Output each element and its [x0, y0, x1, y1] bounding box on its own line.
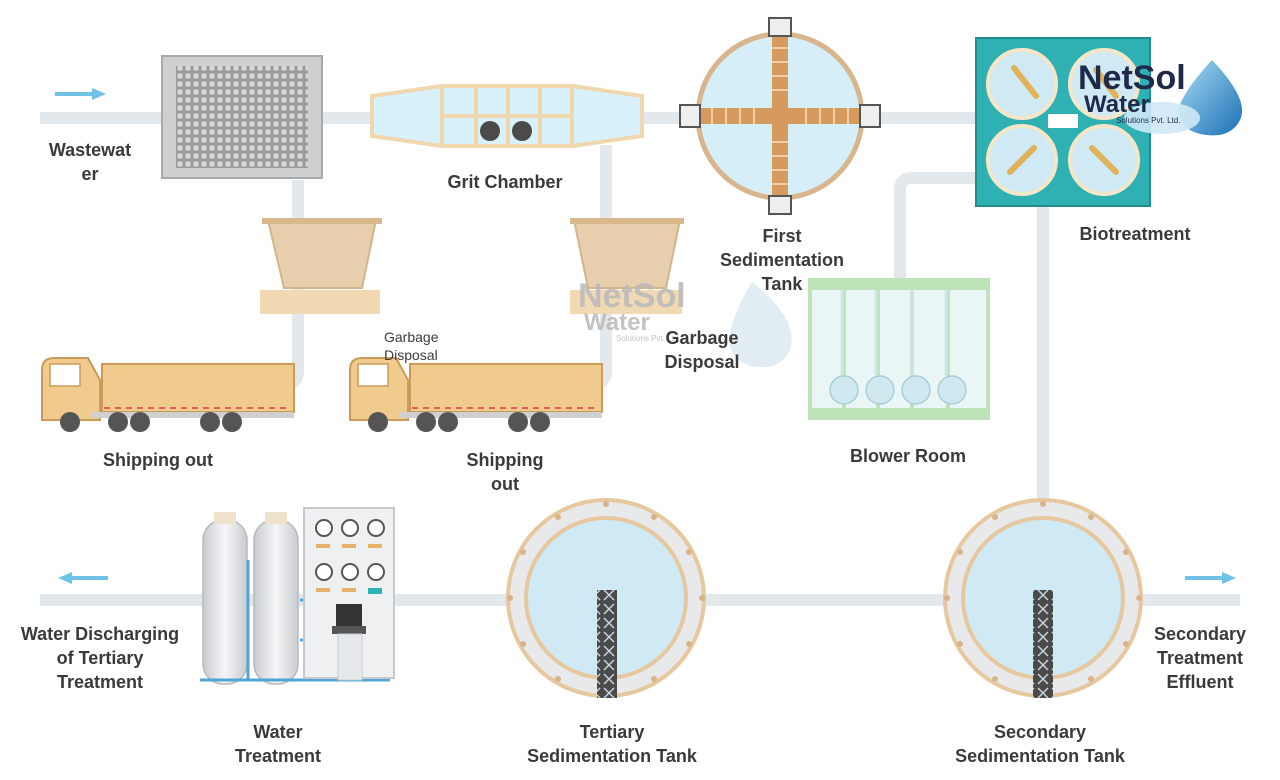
label-line: Biotreatment	[1079, 224, 1191, 244]
label-line: Grit Chamber	[447, 172, 563, 192]
watermark-logo: NetSol Water Solutions Pvt. Ltd.	[578, 277, 686, 343]
logo-name2: Water	[1084, 91, 1150, 118]
label-shipping-out-1: Shipping out	[78, 448, 238, 472]
hopper-icon	[260, 218, 684, 314]
label-garbage-disposal: Garbage Disposal	[642, 326, 762, 374]
label-line: Disposal	[664, 352, 740, 372]
label-line: Treatment	[234, 746, 322, 766]
label-line: Garbage	[665, 328, 739, 348]
bioreactor-icon	[975, 37, 1151, 207]
screen-grid-icon	[161, 55, 323, 179]
label-line: Effluent	[1166, 672, 1234, 692]
label-biotreatment: Biotreatment	[1060, 222, 1210, 246]
label-line: Treatment	[1156, 648, 1244, 668]
label-line: Tertiary	[579, 722, 645, 742]
label-line: Shipping out	[103, 450, 213, 470]
watermark-name: NetSol	[578, 277, 686, 315]
clarifier-icon	[506, 498, 706, 698]
label-line: Sedimentation	[719, 250, 844, 270]
label-secondary-sedimentation-tank: Secondary Sedimentation Tank	[930, 720, 1150, 768]
blower-icon	[808, 278, 990, 420]
label-line: Water	[253, 722, 303, 742]
label-wastewater: Wastewat er	[30, 138, 150, 186]
label-grit-chamber: Grit Chamber	[425, 170, 585, 194]
label-line: Tank	[761, 274, 803, 294]
netsol-logo: NetSol Water Solutions Pvt. Ltd.	[1078, 59, 1186, 125]
label-line: Shipping	[466, 450, 544, 470]
label-line: First	[762, 226, 802, 246]
flow-arrow-icon	[55, 88, 1236, 584]
label-line: Blower Room	[849, 446, 966, 466]
label-line: Water Discharging	[20, 624, 180, 644]
label-water-discharging: Water Discharging of Tertiary Treatment	[6, 622, 194, 694]
label-line: Disposal	[384, 347, 438, 363]
label-line: Secondary	[993, 722, 1087, 742]
clarifier-icon	[943, 498, 1143, 698]
label-line: of Tertiary	[56, 648, 144, 668]
watermark-name2: Water	[584, 309, 650, 336]
label-garbage-disposal-small: Garbage Disposal	[384, 328, 438, 364]
label-water-treatment: Water Treatment	[218, 720, 338, 768]
label-line: Sedimentation Tank	[955, 746, 1125, 766]
label-line: er	[81, 164, 99, 184]
water-drop-icon	[729, 60, 1243, 368]
label-line: Sedimentation Tank	[527, 746, 697, 766]
label-shipping-out-2: Shipping out	[445, 448, 565, 496]
label-tertiary-sedimentation-tank: Tertiary Sedimentation Tank	[502, 720, 722, 768]
label-secondary-treatment-effluent: Secondary Treatment Effluent	[1140, 622, 1260, 694]
label-line: Garbage	[384, 329, 439, 345]
sedimentation-tank-icon	[679, 17, 881, 215]
label-first-sedimentation-tank: First Sedimentation Tank	[702, 224, 862, 296]
logo-tagline: Solutions Pvt. Ltd.	[1116, 116, 1181, 125]
label-line: Secondary	[1153, 624, 1247, 644]
logo-name: NetSol	[1078, 59, 1186, 97]
label-line: Treatment	[56, 672, 144, 692]
label-line: Wastewat	[48, 140, 132, 160]
label-line: out	[491, 474, 519, 494]
watermark-tagline: Solutions Pvt. Ltd.	[616, 334, 681, 343]
label-blower-room: Blower Room	[828, 444, 988, 468]
truck-icon	[41, 357, 603, 432]
control-panel-icon	[303, 507, 395, 681]
grit-chamber-icon	[370, 84, 644, 148]
